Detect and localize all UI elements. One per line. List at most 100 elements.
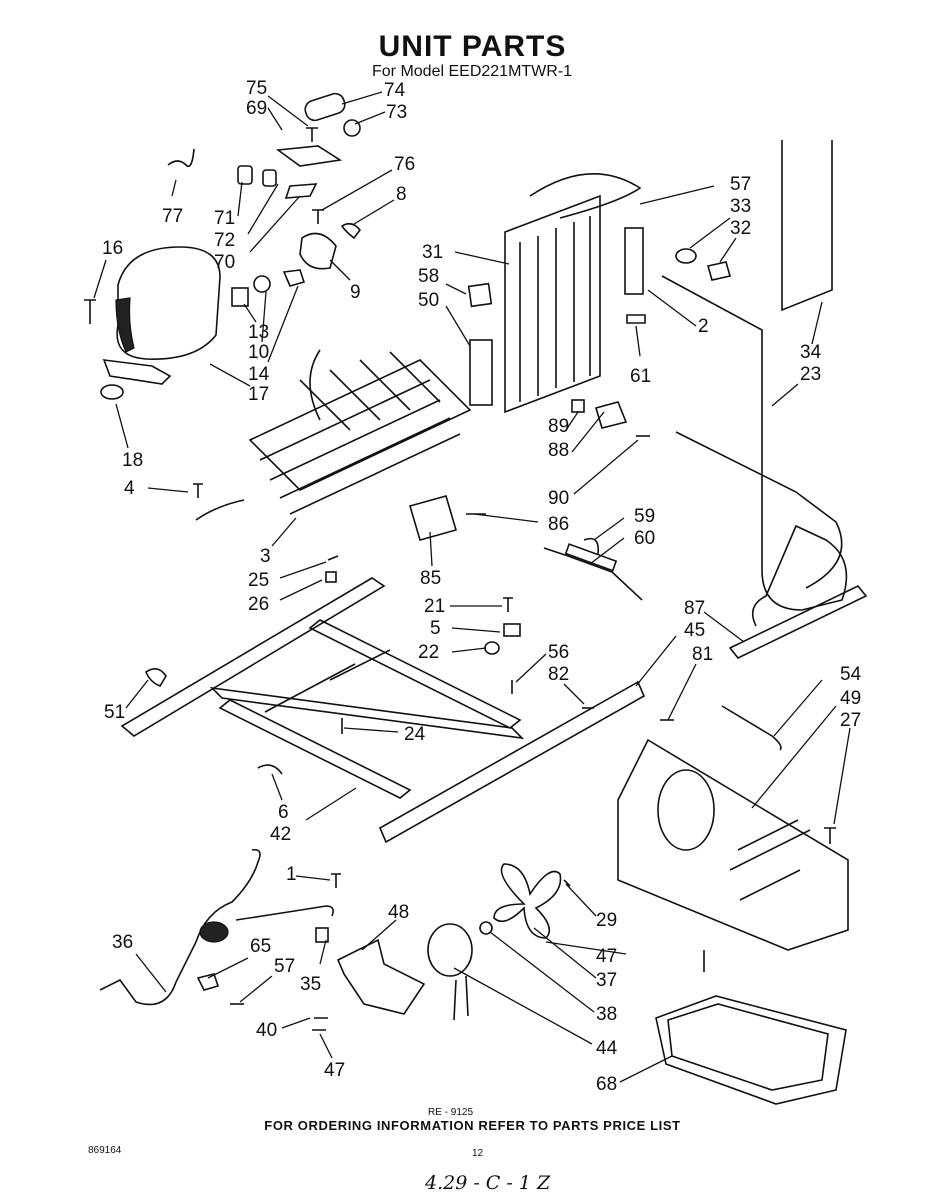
pad-part xyxy=(467,282,493,308)
clip-part xyxy=(340,222,362,240)
part-label-18: 18 xyxy=(122,450,143,471)
part-label-29: 29 xyxy=(596,910,617,931)
base-frame-part xyxy=(120,577,525,799)
part-label-65: 65 xyxy=(250,936,271,957)
part-label-51: 51 xyxy=(104,702,125,723)
part-label-76: 76 xyxy=(394,154,415,175)
bracket-part-5 xyxy=(503,623,521,637)
part-label-26: 26 xyxy=(248,594,269,615)
bolt-part xyxy=(84,299,96,324)
part-label-5: 5 xyxy=(430,618,441,639)
part-label-75: 75 xyxy=(246,78,267,99)
part-label-74: 74 xyxy=(384,80,406,101)
wire-part-54 xyxy=(721,705,782,751)
part-label-70: 70 xyxy=(214,252,235,273)
part-label-71: 71 xyxy=(214,208,235,229)
page-title: UNIT PARTS xyxy=(378,30,567,63)
part-label-37: 37 xyxy=(596,970,617,991)
screw-part-40 xyxy=(312,1017,328,1031)
part-label-56: 56 xyxy=(548,642,569,663)
part-label-82: 82 xyxy=(548,664,569,685)
rail-part xyxy=(378,680,646,844)
thermostat-clip-part xyxy=(571,399,585,413)
fitting-part xyxy=(675,248,697,264)
part-label-2: 2 xyxy=(698,316,709,337)
part-label-54: 54 xyxy=(840,664,862,685)
part-label-13: 13 xyxy=(248,322,269,343)
part-label-86: 86 xyxy=(548,514,569,535)
part-label-6: 6 xyxy=(278,802,289,823)
evaporator-part xyxy=(504,173,642,414)
relay-box-part xyxy=(409,495,457,541)
part-label-59: 59 xyxy=(634,506,655,527)
part-label-8: 8 xyxy=(396,184,407,205)
part-label-58: 58 xyxy=(418,266,439,287)
drain-pan-part xyxy=(655,995,847,1105)
part-label-17: 17 xyxy=(248,384,269,405)
part-number-labels: 75 74 69 73 76 77 8 71 72 70 9 16 13 10 … xyxy=(102,78,862,1095)
part-label-89: 89 xyxy=(548,416,569,437)
part-label-3: 3 xyxy=(260,546,271,567)
part-label-73: 73 xyxy=(386,102,407,123)
clip-part-51 xyxy=(145,668,167,687)
part-label-10: 10 xyxy=(248,342,269,363)
handwritten-note: 4.29 - C - 1 Z xyxy=(425,1172,551,1194)
part-label-69: 69 xyxy=(246,98,267,119)
part-label-57-top: 57 xyxy=(730,174,751,195)
part-label-32: 32 xyxy=(730,218,751,239)
clip-part-29 xyxy=(563,879,571,887)
model-subtitle: For Model EED221MTWR-1 xyxy=(372,63,573,80)
page-number: 12 xyxy=(472,1148,484,1159)
clip-part-25 xyxy=(327,555,339,561)
screw-part xyxy=(306,127,318,142)
overload-small-part xyxy=(282,269,306,287)
screw-part-21 xyxy=(503,597,513,612)
part-label-22: 22 xyxy=(418,642,439,663)
drier-body-part xyxy=(564,543,618,572)
part-label-42: 42 xyxy=(270,824,291,845)
wire-part xyxy=(167,148,195,168)
motor-bracket-part xyxy=(336,938,426,1015)
thermostat-bracket-part xyxy=(594,401,628,429)
grommet-part xyxy=(231,287,249,307)
part-label-81: 81 xyxy=(692,644,713,665)
part-label-16: 16 xyxy=(102,238,123,259)
thermostat-tube-part xyxy=(781,140,833,312)
condenser-coil-part xyxy=(248,349,472,515)
cover-part xyxy=(284,183,318,199)
grommet-part-22 xyxy=(484,641,500,655)
part-label-72: 72 xyxy=(214,230,235,251)
part-label-14: 14 xyxy=(248,364,270,385)
part-label-61: 61 xyxy=(630,366,651,387)
part-label-40: 40 xyxy=(256,1020,277,1041)
part-label-35: 35 xyxy=(300,974,321,995)
capacitor-bracket-part xyxy=(275,145,343,167)
fan-shroud-part xyxy=(617,738,849,951)
power-cord-part xyxy=(99,848,334,1006)
fan-blade-part xyxy=(493,863,562,939)
part-label-23: 23 xyxy=(800,364,821,385)
drain-trough-part xyxy=(469,339,493,406)
part-label-21: 21 xyxy=(424,596,445,617)
part-label-45: 45 xyxy=(684,620,705,641)
terminal-cover-part xyxy=(299,232,337,270)
part-label-88: 88 xyxy=(548,440,569,461)
part-label-49: 49 xyxy=(840,688,861,709)
connector-part xyxy=(315,927,329,943)
part-label-87: 87 xyxy=(684,598,705,619)
part-label-25: 25 xyxy=(248,570,269,591)
relay-small-part xyxy=(253,275,271,293)
fan-motor-part xyxy=(427,923,473,1021)
part-label-4: 4 xyxy=(124,478,135,499)
compressor-part xyxy=(102,246,221,385)
clip-part-61 xyxy=(626,314,646,324)
screw-part-76 xyxy=(312,209,324,224)
heat-exchanger-part xyxy=(661,275,848,627)
document-number: 869164 xyxy=(88,1145,122,1156)
nut-part xyxy=(479,921,493,935)
part-label-77: 77 xyxy=(162,206,183,227)
part-label-27: 27 xyxy=(840,710,861,731)
capacitor-part xyxy=(304,92,346,122)
